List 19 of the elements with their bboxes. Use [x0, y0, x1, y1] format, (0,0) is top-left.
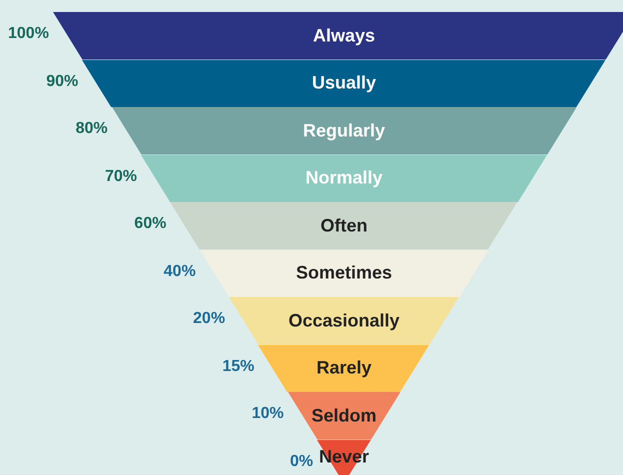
percent-label: 10% — [252, 405, 284, 423]
band-label: Rarely — [316, 358, 372, 379]
percent-label: 60% — [134, 215, 166, 233]
band-label: Usually — [312, 72, 376, 94]
percent-label: 100% — [8, 25, 49, 43]
percent-label: 15% — [222, 358, 254, 376]
percent-label: 0% — [290, 452, 314, 470]
band-label: Occasionally — [288, 310, 400, 332]
percent-label: 90% — [46, 72, 78, 90]
band-label: Sometimes — [296, 262, 392, 284]
percent-label: 40% — [164, 262, 196, 280]
band-label: Regularly — [302, 120, 385, 142]
band-label: Often — [320, 215, 368, 236]
percent-label: 20% — [193, 310, 226, 328]
band-label: Seldom — [311, 405, 376, 426]
band-label: Always — [312, 25, 375, 46]
band-label: Normally — [305, 168, 382, 189]
percent-label: 80% — [76, 120, 108, 138]
percent-label: 70% — [104, 168, 137, 186]
